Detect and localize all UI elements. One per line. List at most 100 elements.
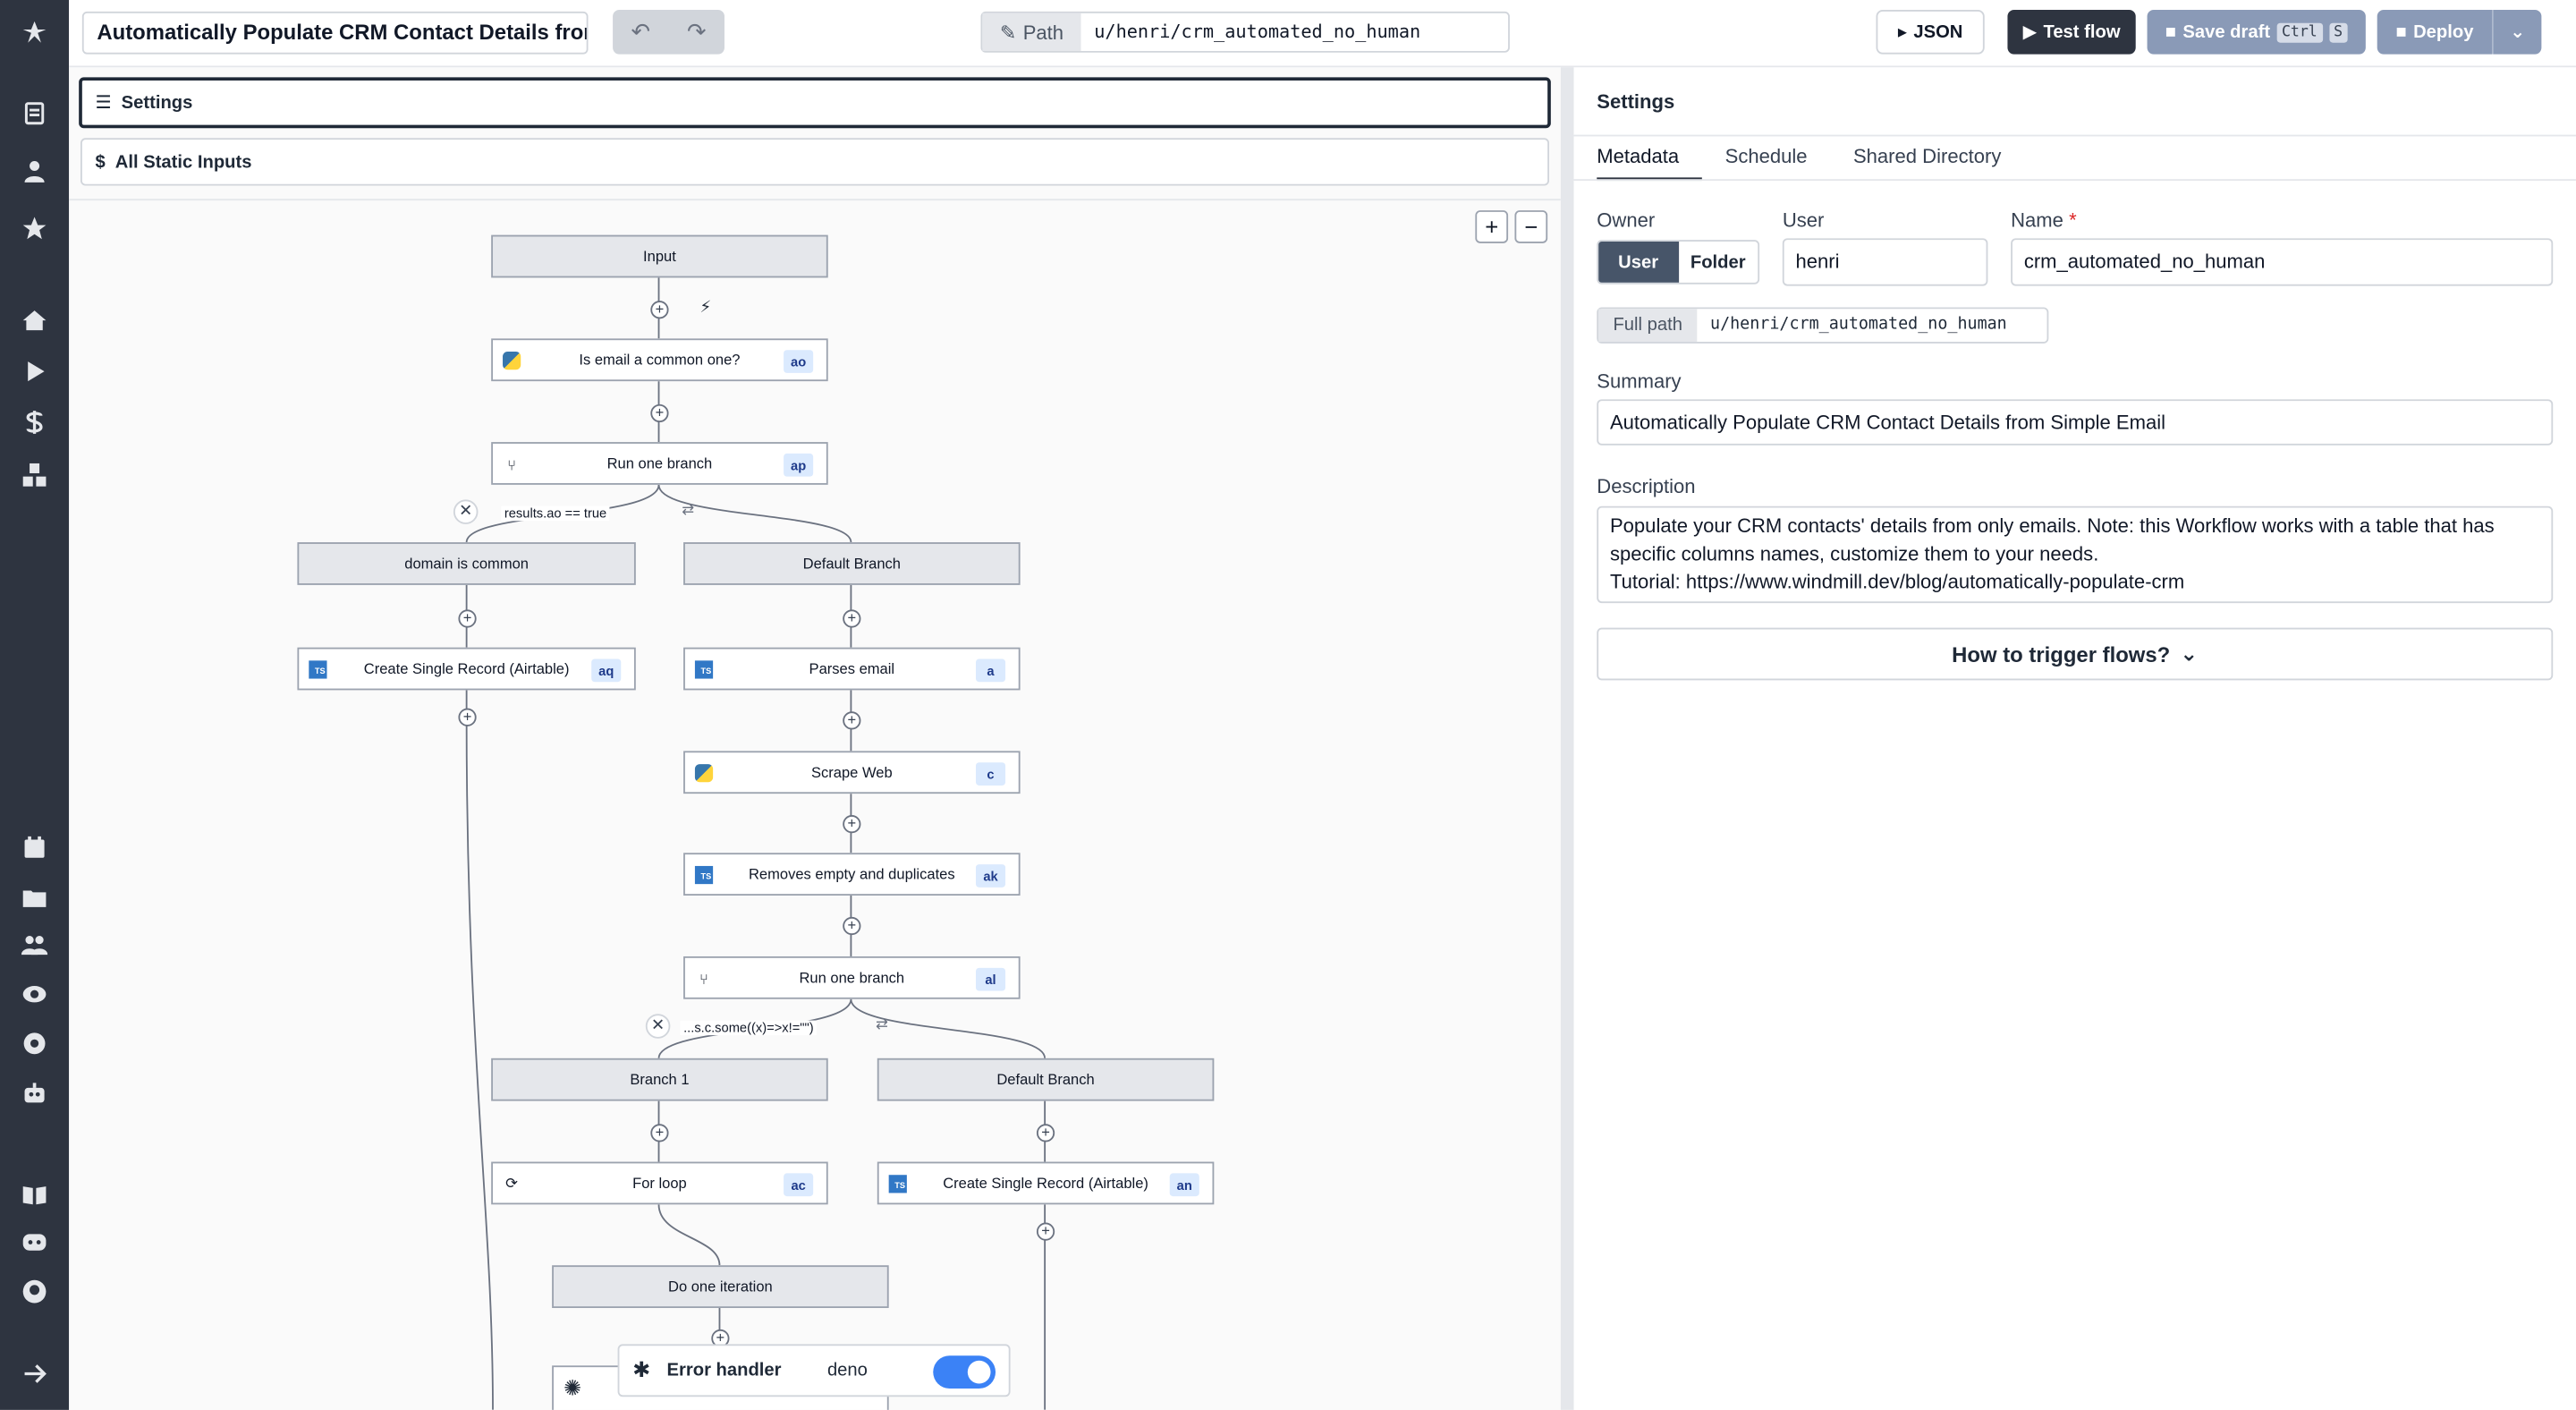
settings-bar[interactable]: ☰ Settings: [79, 77, 1551, 129]
robot-icon[interactable]: [16, 1074, 52, 1110]
error-handler-toggle[interactable]: [933, 1355, 996, 1389]
pencil-icon: ✎: [999, 20, 1017, 44]
github-icon[interactable]: [16, 1273, 52, 1309]
node-branch-1[interactable]: Branch 1: [491, 1058, 828, 1101]
divider: [1573, 179, 2576, 182]
undo-redo-group: ↶ ↷: [613, 10, 724, 55]
groups-icon[interactable]: [16, 927, 52, 963]
dollar-icon[interactable]: [16, 404, 52, 440]
node-default-branch-2[interactable]: Default Branch: [877, 1058, 1215, 1101]
node-is-email-common[interactable]: Is email a common one? ao: [491, 338, 828, 382]
typescript-icon: TS: [693, 864, 715, 886]
trigger-bolt-icon[interactable]: ⚡: [699, 299, 712, 318]
save-draft-button[interactable]: ■ Save draft Ctrl S: [2147, 10, 2366, 55]
flow-title-input[interactable]: Automatically Populate CRM Contact Detai…: [81, 11, 589, 55]
description-label: Description: [1597, 474, 1696, 498]
owner-user-option[interactable]: User: [1598, 241, 1679, 283]
add-step-icon[interactable]: +: [458, 708, 477, 726]
close-icon[interactable]: ✕: [453, 499, 479, 524]
star-icon[interactable]: [16, 210, 52, 246]
add-step-icon[interactable]: +: [843, 609, 861, 628]
eye-icon[interactable]: [16, 976, 52, 1012]
add-step-icon[interactable]: +: [458, 609, 477, 628]
test-flow-button[interactable]: ▶ Test flow: [2007, 10, 2136, 55]
redo-icon[interactable]: ↷: [686, 18, 707, 45]
shortcut-s: S: [2328, 21, 2348, 42]
branch-add-icon[interactable]: ⇄: [875, 1015, 888, 1032]
name-field[interactable]: crm_automated_no_human: [2011, 238, 2554, 286]
chevron-down-icon: ⌄: [2510, 22, 2526, 43]
windmill-logo-icon[interactable]: [16, 15, 52, 51]
node-id-badge: ak: [975, 864, 1006, 888]
add-step-icon[interactable]: +: [843, 711, 861, 730]
flow-canvas[interactable]: ☰ Settings $ All Static Inputs + −: [69, 67, 1561, 1410]
expand-arrow-icon[interactable]: [16, 1355, 52, 1391]
zoom-out-button[interactable]: −: [1514, 210, 1548, 243]
user-field[interactable]: henri: [1782, 238, 1988, 286]
node-create-record-airtable[interactable]: TS Create Single Record (Airtable) aq: [297, 647, 636, 691]
add-step-icon[interactable]: +: [650, 1124, 669, 1142]
typescript-icon: TS: [693, 659, 715, 681]
deploy-dropdown-button[interactable]: ⌄: [2492, 10, 2542, 55]
summary-label: Summary: [1597, 369, 1682, 393]
node-create-record-airtable-2[interactable]: TS Create Single Record (Airtable) an: [877, 1161, 1215, 1205]
static-inputs-bar[interactable]: $ All Static Inputs: [80, 138, 1550, 186]
panel-title: Settings: [1597, 90, 1675, 114]
node-id-badge: ap: [784, 453, 814, 477]
node-id-badge: ao: [784, 350, 814, 373]
summary-field[interactable]: Automatically Populate CRM Contact Detai…: [1597, 399, 2554, 446]
node-do-one-iteration[interactable]: Do one iteration: [552, 1265, 889, 1309]
calendar-icon[interactable]: [16, 830, 52, 866]
path-value[interactable]: u/henri/crm_automated_no_human: [1094, 21, 1421, 43]
input-node[interactable]: Input: [491, 234, 828, 278]
full-path-value: u/henri/crm_automated_no_human: [1710, 315, 2007, 334]
error-handler-language: deno: [826, 1360, 868, 1380]
undo-icon[interactable]: ↶: [631, 18, 651, 45]
node-parses-email[interactable]: TS Parses email a: [683, 647, 1021, 691]
folder-icon[interactable]: [16, 879, 52, 915]
add-step-icon[interactable]: +: [843, 916, 861, 936]
node-id-badge: ac: [784, 1173, 814, 1197]
error-handler-bar[interactable]: ✱ Error handler deno: [617, 1344, 1011, 1397]
node-for-loop[interactable]: ⟳ For loop ac: [491, 1161, 828, 1205]
discord-icon[interactable]: [16, 1224, 52, 1260]
node-default-branch[interactable]: Default Branch: [683, 542, 1021, 585]
gear-icon[interactable]: [16, 1025, 52, 1061]
book-icon[interactable]: [16, 1176, 52, 1212]
add-step-icon[interactable]: +: [1036, 1222, 1055, 1241]
close-icon[interactable]: ✕: [645, 1014, 671, 1039]
tab-metadata[interactable]: Metadata: [1597, 145, 1702, 182]
json-button[interactable]: ▸ JSON: [1876, 10, 1985, 55]
scripts-icon[interactable]: [16, 96, 52, 132]
owner-toggle: User Folder: [1597, 240, 1760, 285]
zoom-in-button[interactable]: +: [1475, 210, 1509, 243]
node-scrape-web[interactable]: Scrape Web c: [683, 751, 1021, 794]
resources-icon[interactable]: [16, 457, 52, 493]
node-run-one-branch-2[interactable]: ⑂ Run one branch al: [683, 956, 1021, 999]
tab-schedule[interactable]: Schedule: [1724, 144, 1808, 168]
dollar-icon: $: [95, 151, 106, 172]
node-removes-empty[interactable]: TS Removes empty and duplicates ak: [683, 853, 1021, 896]
python-icon: [501, 350, 522, 371]
description-textarea[interactable]: Populate your CRM contacts' details from…: [1597, 505, 2554, 604]
divider: [1573, 134, 2576, 137]
home-icon[interactable]: [16, 302, 52, 338]
add-step-icon[interactable]: +: [650, 403, 669, 423]
path-field[interactable]: ✎ Path u/henri/crm_automated_no_human: [980, 11, 1510, 53]
deploy-button[interactable]: ■ Deploy: [2377, 10, 2493, 55]
sidebar: [0, 0, 70, 1410]
add-step-icon[interactable]: +: [843, 815, 861, 834]
node-domain-is-common[interactable]: domain is common: [297, 542, 636, 585]
tab-shared-directory[interactable]: Shared Directory: [1852, 144, 2002, 168]
add-step-icon[interactable]: +: [650, 301, 669, 319]
owner-folder-option[interactable]: Folder: [1690, 251, 1746, 272]
node-run-one-branch[interactable]: ⑂ Run one branch ap: [491, 442, 828, 485]
branch-condition-label[interactable]: ...s.c.some((x)=>x!=""): [680, 1020, 818, 1036]
play-icon[interactable]: [16, 353, 52, 389]
pane-splitter[interactable]: [1560, 67, 1574, 1410]
branch-add-icon[interactable]: ⇄: [682, 501, 695, 518]
how-to-trigger-toggle[interactable]: How to trigger flows? ⌄: [1597, 627, 2554, 681]
user-icon[interactable]: [16, 153, 52, 189]
branch-condition-label[interactable]: results.ao == true: [501, 505, 610, 522]
add-step-icon[interactable]: +: [1036, 1124, 1055, 1142]
